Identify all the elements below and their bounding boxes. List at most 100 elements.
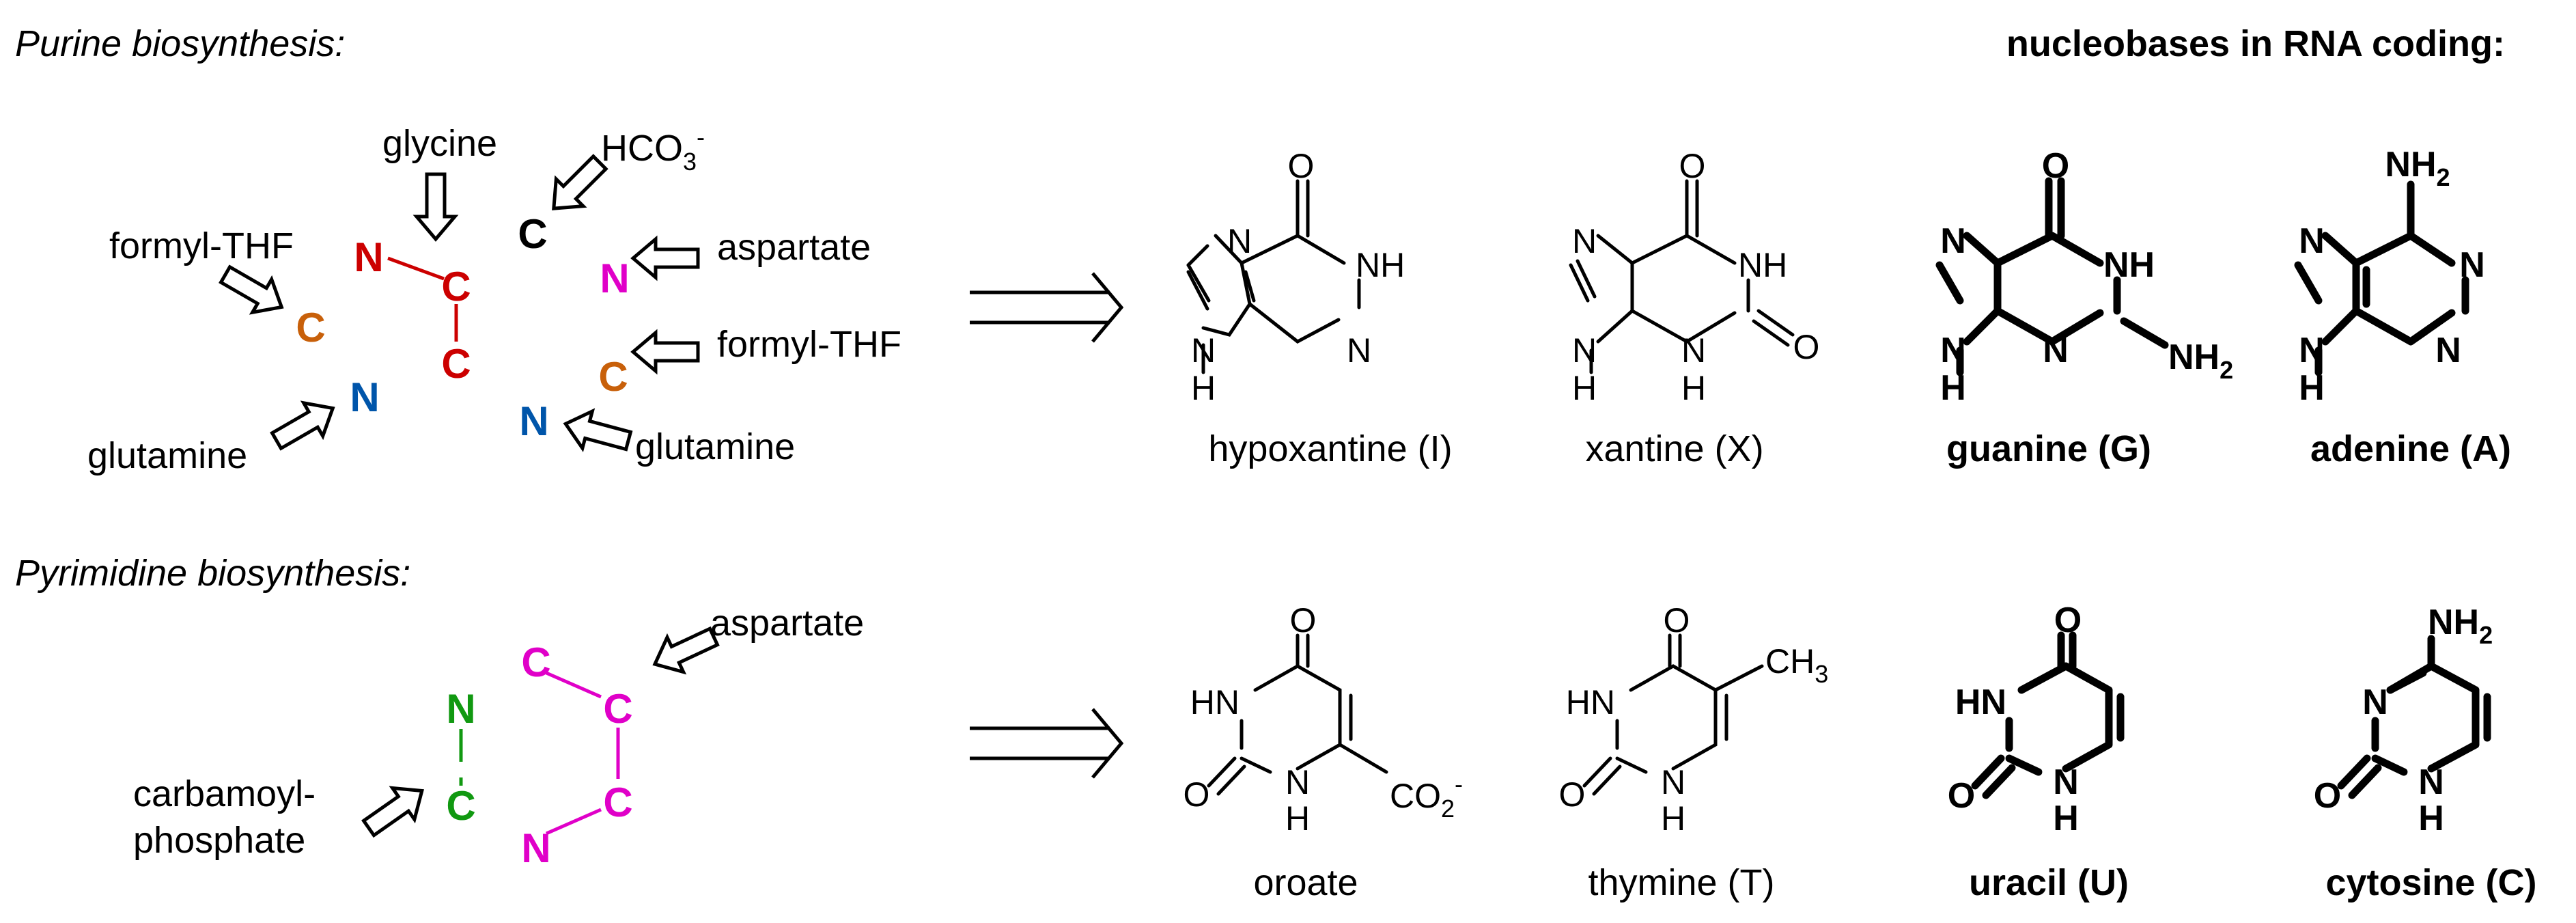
arrow-pyrimidine-aspartate <box>652 626 720 675</box>
orotate-co2: CO2- <box>1390 770 1463 823</box>
xanthine-nh-top: NH <box>1738 246 1787 284</box>
compound-name-oroate: oroate <box>1253 862 1358 903</box>
purine-atom-n-glutamine-left: N <box>350 374 379 420</box>
compound-name-cytosine: cytosine (C) <box>2325 862 2536 903</box>
hypoxanthine-n7: N <box>1227 222 1252 260</box>
arrow-aspartate <box>630 235 700 281</box>
cytosine-h: H <box>2418 799 2444 838</box>
source-carbamoyl-line1: carbamoyl- <box>133 773 316 814</box>
guanine-structure: O N NH N H N NH2 <box>1935 146 2233 408</box>
hypoxanthine-n9: N <box>1191 331 1216 370</box>
thymine-ch3: CH3 <box>1765 642 1828 688</box>
xanthine-o-top: O <box>1679 147 1706 185</box>
xanthine-n7: N <box>1572 222 1597 260</box>
uracil-structure: O HN O N H <box>1948 601 2125 838</box>
thymine-h: H <box>1661 799 1685 838</box>
xanthine-h-bottom: H <box>1681 369 1706 407</box>
hypoxanthine-h: H <box>1191 369 1216 407</box>
pyrimidine-bond-c-c-top <box>545 671 602 699</box>
purine-atom-c-formyl-left: C <box>296 305 325 350</box>
uracil-o-left: O <box>1948 776 1975 816</box>
uracil-o-top: O <box>2054 601 2082 640</box>
cytosine-nh2: NH2 <box>2428 603 2493 649</box>
orotate-o-left: O <box>1184 775 1210 814</box>
purine-title: Purine biosynthesis: <box>15 23 345 64</box>
thymine-o-top: O <box>1664 601 1690 639</box>
orotate-h: H <box>1285 799 1310 838</box>
rna-heading: nucleobases in RNA coding: <box>2006 23 2505 64</box>
hypoxanthine-nh: NH <box>1356 246 1405 284</box>
purine-origin-diagram: N C C C N C N C N glycine HCO3- aspartat… <box>87 123 901 476</box>
cytosine-n1: N <box>2418 762 2444 802</box>
compound-name-hypoxantine: hypoxantine (I) <box>1208 428 1452 469</box>
uracil-n: N <box>2053 762 2079 802</box>
orotate-structure: O HN O N H CO2- <box>1184 601 1463 838</box>
purine-atom-c-formyl-right: C <box>598 354 628 400</box>
compound-name-adenine: adenine (A) <box>2310 428 2511 469</box>
source-carbamoyl-line2: phosphate <box>133 820 305 861</box>
purine-atom-n-glutamine-right: N <box>519 398 548 444</box>
source-pyrimidine-aspartate: aspartate <box>710 603 864 644</box>
guanine-h: H <box>1940 368 1966 408</box>
guanine-nh: NH <box>2103 245 2155 285</box>
orotate-o-top: O <box>1290 601 1317 639</box>
pyrimidine-bond-n-c-bottom <box>545 808 602 836</box>
purine-retro-arrow <box>970 272 1124 343</box>
arrow-carbamoyl-phosphate <box>361 786 424 838</box>
adenine-h: H <box>2299 368 2325 408</box>
purine-atom-n-glycine: N <box>354 234 383 280</box>
guanine-nh2: NH2 <box>2168 337 2233 384</box>
xanthine-structure: O N NH O N H N H <box>1569 147 1820 407</box>
pyrimidine-origin-diagram: N C C C C N aspartate carbamoyl- phospha… <box>133 603 864 871</box>
compound-name-xantine: xantine (X) <box>1585 428 1763 469</box>
cytosine-o: O <box>2314 776 2341 816</box>
adenine-nh2: NH2 <box>2385 145 2450 191</box>
adenine-n3: N <box>2435 331 2461 370</box>
pyrimidine-atom-n-carbamoyl: N <box>446 686 475 732</box>
purine-bond-n-c <box>387 256 445 281</box>
source-formyl-thf-right: formyl-THF <box>717 324 901 365</box>
purine-atom-n-aspartate: N <box>600 256 629 301</box>
uracil-h: H <box>2053 799 2079 838</box>
cytosine-structure: NH2 N O N H <box>2314 603 2493 838</box>
purine-atom-c-bicarbonate: C <box>518 211 547 257</box>
thymine-o-left: O <box>1559 775 1586 814</box>
source-glutamine-right: glutamine <box>635 426 795 467</box>
source-formyl-thf-left: formyl-THF <box>109 225 294 266</box>
source-bicarbonate: HCO3- <box>601 123 705 176</box>
orotate-hn: HN <box>1190 683 1240 721</box>
compound-name-guanine: guanine (G) <box>1946 428 2151 469</box>
compound-name-uracil: uracil (U) <box>1969 862 2129 903</box>
guanine-o: O <box>2042 146 2069 186</box>
purine-atom-c-glycine-1: C <box>441 264 471 309</box>
arrow-glutamine-left <box>270 400 335 451</box>
pyrimidine-atom-c-aspartate-1: C <box>521 639 550 685</box>
adenine-n7: N <box>2299 221 2325 261</box>
guanine-n9: N <box>1940 331 1966 370</box>
arrow-glutamine-right <box>563 408 633 452</box>
compound-name-thymine: thymine (T) <box>1588 862 1774 903</box>
hypoxanthine-o: O <box>1288 147 1315 185</box>
guanine-n7: N <box>1940 221 1966 261</box>
hypoxanthine-structure: O N NH N N H <box>1186 147 1405 407</box>
arrow-glycine <box>412 172 459 242</box>
arrow-bicarbonate <box>552 154 608 210</box>
cytosine-n3: N <box>2362 683 2388 722</box>
pyrimidine-atom-n-aspartate: N <box>521 825 550 871</box>
adenine-n9: N <box>2299 331 2325 370</box>
xanthine-o-right: O <box>1793 328 1820 366</box>
adenine-structure: NH2 N N N H N <box>2294 145 2485 408</box>
pyrimidine-retro-arrow <box>970 708 1124 779</box>
arrow-formyl-thf-right <box>630 329 700 375</box>
orotate-n: N <box>1285 763 1310 801</box>
pyrimidine-atom-c-aspartate-2: C <box>603 686 632 732</box>
pyrimidine-atom-c-aspartate-3: C <box>603 780 632 825</box>
arrow-formyl-thf-left <box>219 264 284 315</box>
thymine-hn: HN <box>1566 683 1615 721</box>
source-aspartate: aspartate <box>717 227 871 268</box>
purine-atom-c-glycine-2: C <box>441 341 471 387</box>
xanthine-n3: N <box>1681 331 1706 370</box>
xanthine-h-left: H <box>1572 369 1597 407</box>
pyrimidine-atom-c-carbamoyl: C <box>446 783 475 829</box>
